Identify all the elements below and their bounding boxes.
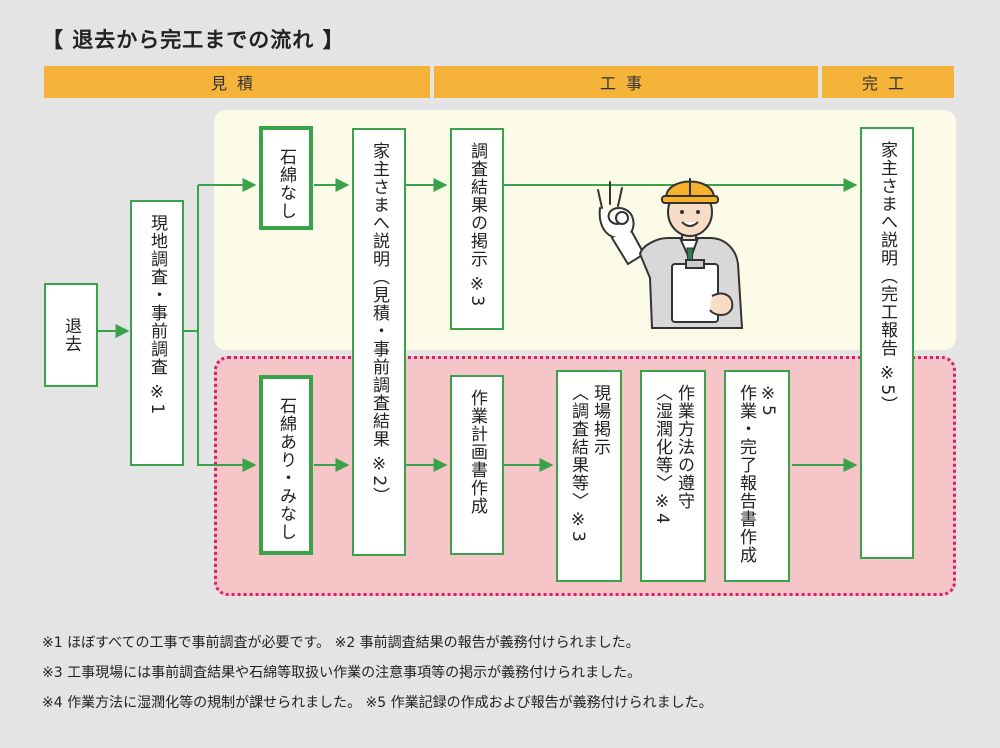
box-survey: 現地調査・事前調査 ※1 — [130, 200, 184, 466]
box-asbestos: 石綿あり・みなし — [259, 375, 313, 555]
footnote: ※4 作業方法に湿潤化等の規制が課せられました。 ※5 作業記録の作成および報告… — [42, 695, 713, 711]
box-leave: 退去 — [44, 283, 98, 387]
box-method: 作業方法の遵守〈湿潤化等〉※4 — [640, 370, 706, 582]
footnote: ※1 ほぼすべての工事で事前調査が必要です。 ※2 事前調査結果の報告が義務付け… — [42, 635, 640, 651]
box-explain-owner: 家主さまへ説明（見積・事前調査結果 ※2） — [352, 128, 406, 556]
box-post-result: 調査結果の掲示 ※3 — [450, 128, 504, 330]
worker-illustration — [597, 178, 744, 329]
page-title: 【 退去から完工までの流れ 】 — [42, 28, 345, 52]
footnote: ※3 工事現場には事前調査結果や石綿等取扱い作業の注意事項等の掲示が義務付けられ… — [42, 665, 642, 681]
box-site-post: 現場掲示〈調査結果等〉※3 — [556, 370, 622, 582]
box-work-plan: 作業計画書作成 — [450, 375, 504, 555]
footnotes: ※1 ほぼすべての工事で事前調査が必要です。 ※2 事前調査結果の報告が義務付け… — [42, 628, 713, 718]
branch-line — [184, 185, 199, 332]
phase-completion: 完工 — [822, 66, 954, 98]
phase-estimate: 見積 — [44, 66, 430, 98]
box-no-asbestos: 石綿なし — [259, 126, 313, 230]
phase-construction: 工事 — [434, 66, 818, 98]
box-final-explain: 家主さまへ説明（完工報告 ※5） — [860, 127, 914, 559]
no-asbestos-zone — [214, 110, 956, 350]
